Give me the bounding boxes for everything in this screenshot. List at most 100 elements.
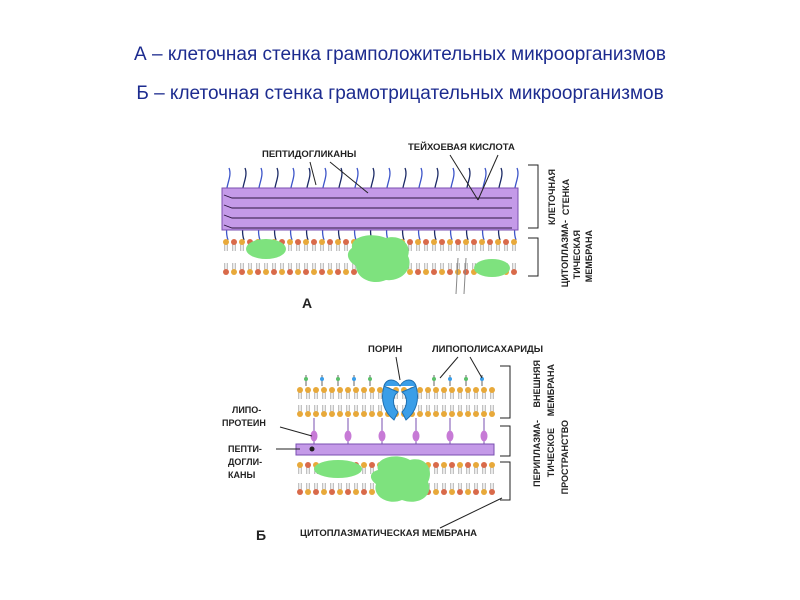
lipid-head xyxy=(511,239,517,245)
lipid-head xyxy=(479,239,485,245)
lipid-head xyxy=(297,489,303,495)
label-peptidoglycans-b: ПЕПТИ- ДОГЛИ- КАНЫ xyxy=(228,444,262,480)
side-label-membrane-a: ЦИТОПЛАЗМА- ТИЧЕСКАЯ МЕМБРАНА xyxy=(560,220,594,287)
bracket-cell-wall xyxy=(528,164,539,229)
bracket-periplasm xyxy=(500,425,511,457)
leader-line xyxy=(329,161,369,194)
lipid-head xyxy=(321,411,327,417)
lipid-head xyxy=(449,489,455,495)
lipid-head xyxy=(407,269,413,275)
lipid-head xyxy=(495,239,501,245)
svg-text:ДОГЛИ-: ДОГЛИ- xyxy=(228,457,262,467)
side-label-periplasmic: ПЕРИПЛАЗМА- ТИЧЕСКОЕ ПРОСТРАНСТВО xyxy=(532,420,570,494)
lipid-head xyxy=(305,387,311,393)
lipid-head xyxy=(457,411,463,417)
leader-line xyxy=(449,154,479,201)
lipid-head xyxy=(473,387,479,393)
lipid-head xyxy=(465,462,471,468)
lipoprotein xyxy=(480,430,488,442)
lipid-head xyxy=(319,239,325,245)
lipid-head xyxy=(481,489,487,495)
membrane-protein xyxy=(347,235,410,283)
lipid-head xyxy=(345,489,351,495)
lipid-head xyxy=(431,239,437,245)
lipid-head xyxy=(489,462,495,468)
lipid-head xyxy=(449,462,455,468)
lipid-head xyxy=(345,411,351,417)
label-lipopolysaccharides: ЛИПОПОЛИСАХАРИДЫ xyxy=(432,344,543,355)
lipid-head xyxy=(447,269,453,275)
diagram-b-letter: Б xyxy=(256,527,266,543)
lipid-head xyxy=(351,269,357,275)
lipid-head xyxy=(313,411,319,417)
lipid-head xyxy=(345,387,351,393)
lipid-head xyxy=(433,489,439,495)
lipid-head xyxy=(311,269,317,275)
leader-line xyxy=(469,356,483,379)
label-cytoplasmic-membrane: ЦИТОПЛАЗМАТИЧЕСКАЯ МЕМБРАНА xyxy=(300,528,477,539)
lipid-head xyxy=(439,269,445,275)
lps-sugar xyxy=(336,377,340,381)
lipoprotein xyxy=(412,430,420,442)
lipid-head xyxy=(463,269,469,275)
lipid-head xyxy=(433,411,439,417)
lipid-head xyxy=(303,269,309,275)
lipid-head xyxy=(487,239,493,245)
porin-top xyxy=(383,379,417,388)
lipid-head xyxy=(449,411,455,417)
title-line-a: А – клеточная стенка грамположительных м… xyxy=(134,44,666,65)
lps-sugar xyxy=(480,377,484,381)
lipid-head xyxy=(279,269,285,275)
lipid-head xyxy=(223,239,229,245)
lipid-head xyxy=(369,489,375,495)
lipid-head xyxy=(457,462,463,468)
lipid-head xyxy=(473,489,479,495)
lipid-head xyxy=(343,269,349,275)
lipid-head xyxy=(311,239,317,245)
mesh-line xyxy=(223,224,512,229)
lipid-head xyxy=(287,239,293,245)
lipid-head xyxy=(329,489,335,495)
leader-line xyxy=(439,497,503,529)
lipid-head xyxy=(337,387,343,393)
label-lipoprotein: ЛИПО- ПРОТЕИН xyxy=(222,405,266,428)
lps-sugar xyxy=(368,377,372,381)
lipid-head xyxy=(489,387,495,393)
lipid-head xyxy=(361,489,367,495)
svg-text:ПЕПТИ-: ПЕПТИ- xyxy=(228,444,262,454)
svg-text:ЦИТОПЛАЗМА-: ЦИТОПЛАЗМА- xyxy=(560,220,570,287)
lipid-head xyxy=(239,239,245,245)
membrane-protein xyxy=(474,259,510,277)
bracket-outer-membrane xyxy=(500,365,511,419)
lipid-head xyxy=(295,239,301,245)
lipid-head xyxy=(369,411,375,417)
diagram-b: ПОРИН ЛИПОПОЛИСАХАРИДЫ ЛИПО- ПРОТЕИН ПЕП… xyxy=(222,344,570,543)
lipoproteins xyxy=(310,418,488,444)
svg-text:ПЕРИПЛАЗМА-: ПЕРИПЛАЗМА- xyxy=(532,420,542,487)
lps-sugar xyxy=(304,377,308,381)
lipid-head xyxy=(415,239,421,245)
lipid-head xyxy=(263,269,269,275)
lipid-head xyxy=(415,269,421,275)
svg-text:МЕМБРАНА: МЕМБРАНА xyxy=(546,364,556,417)
lipid-head xyxy=(297,462,303,468)
svg-text:МЕМБРАНА: МЕМБРАНА xyxy=(584,230,594,283)
svg-text:ВНЕШНЯЯ: ВНЕШНЯЯ xyxy=(532,360,542,407)
lipid-head xyxy=(431,269,437,275)
peptidoglycan-layer-a xyxy=(221,187,519,231)
svg-text:ТИЧЕСКАЯ: ТИЧЕСКАЯ xyxy=(572,230,582,279)
label-teichoic-acid: ТЕЙХОЕВАЯ КИСЛОТА xyxy=(408,141,515,153)
svg-text:ЛИПО-: ЛИПО- xyxy=(232,405,261,415)
lipid-head xyxy=(297,411,303,417)
leader-line xyxy=(439,356,459,379)
mesh-line xyxy=(223,214,512,219)
lipid-head xyxy=(327,239,333,245)
lps-sugar xyxy=(464,377,468,381)
lipid-head xyxy=(305,489,311,495)
lipid-head xyxy=(295,269,301,275)
lipoprotein xyxy=(378,430,386,442)
lipid-head xyxy=(457,387,463,393)
lipid-head xyxy=(255,269,261,275)
lipid-head xyxy=(471,239,477,245)
lipid-head xyxy=(439,239,445,245)
